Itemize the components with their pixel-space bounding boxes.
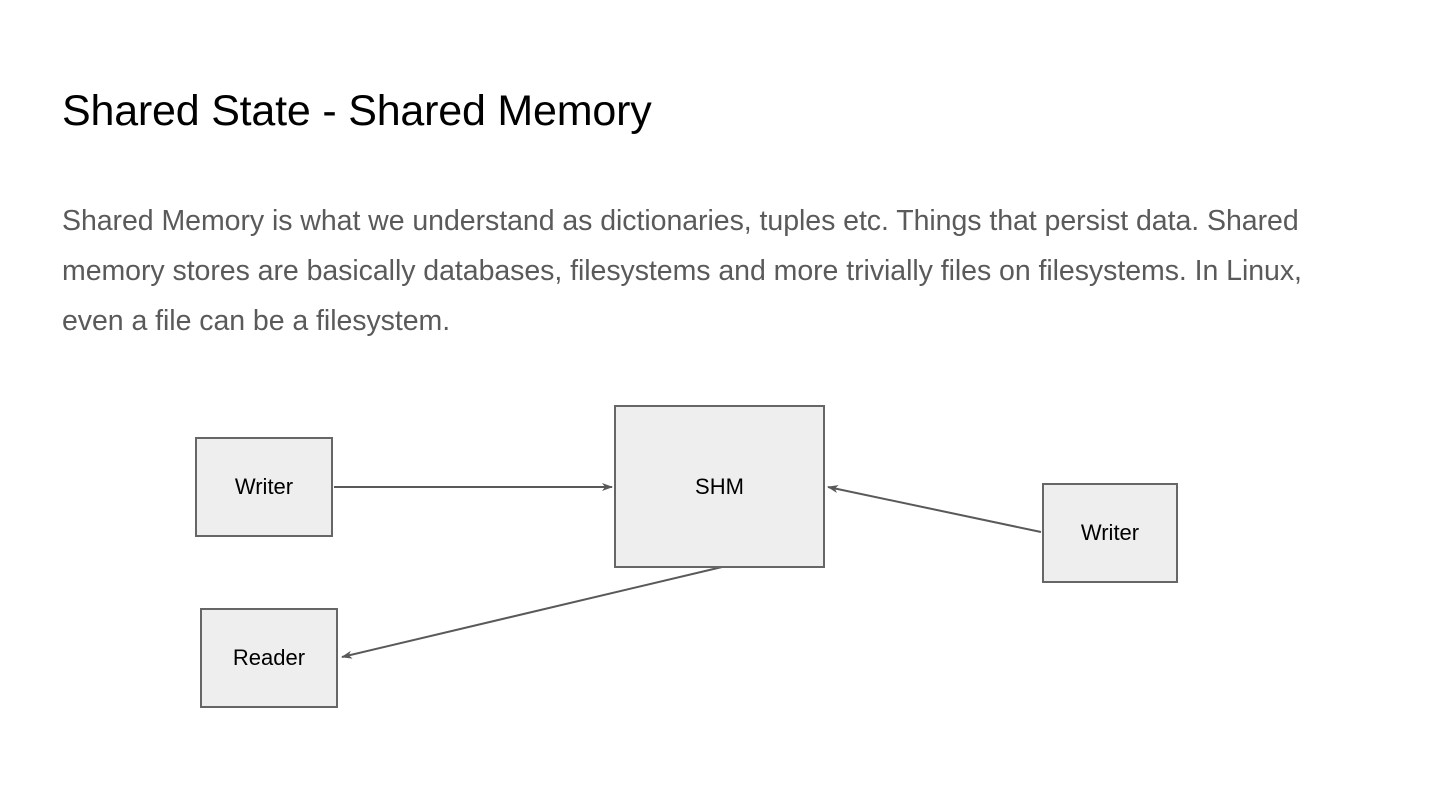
page-title: Shared State - Shared Memory [62, 87, 652, 135]
diagram-node-label: Writer [234, 474, 294, 499]
diagram-node-shm[interactable]: SHM [614, 405, 825, 568]
diagram-node-label: Reader [232, 645, 306, 670]
diagram-node-label: Writer [1080, 520, 1140, 545]
diagram-node-writer-left[interactable]: Writer [195, 437, 333, 537]
diagram-node-label: SHM [695, 473, 744, 499]
edge-writer-right-to-shm [827, 485, 1042, 533]
edge-shm-to-reader [341, 566, 723, 659]
slide-body-text: Shared Memory is what we understand as d… [62, 205, 1302, 337]
diagram-node-reader[interactable]: Reader [200, 608, 338, 708]
diagram-node-writer-right[interactable]: Writer [1042, 483, 1178, 583]
